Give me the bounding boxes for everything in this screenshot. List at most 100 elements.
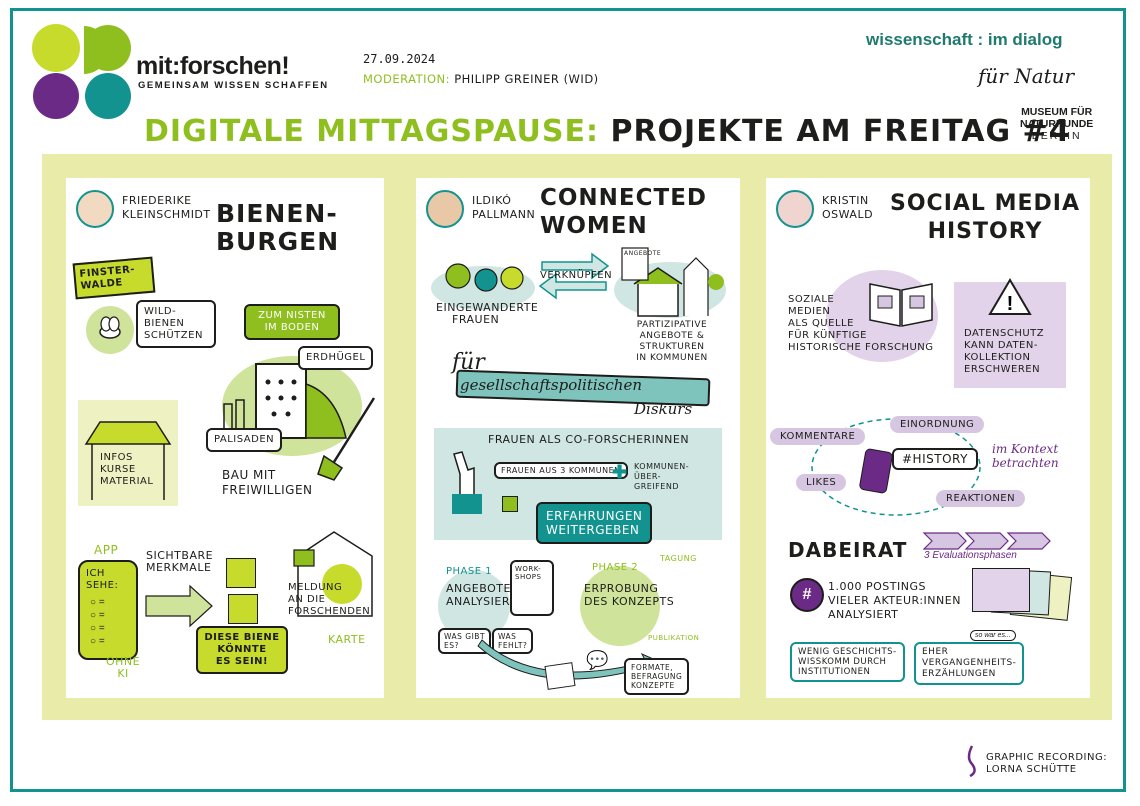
meldung-line-2: an die	[288, 594, 326, 605]
evaluation-label: 3 Evaluationsphasen	[924, 550, 1017, 561]
speaker-name-3: Kristin Oswald	[822, 194, 873, 222]
ohne-ki-line-2: KI	[117, 667, 129, 680]
wildbienen-bubble: Wild- bienen schützen	[136, 300, 216, 348]
gift-icon	[502, 496, 518, 512]
eher-bubble: eher Vergangenheits- erzählungen	[914, 642, 1025, 685]
we-line-2: wisskomm durch	[798, 657, 887, 667]
sm-line-3: als Quelle	[788, 318, 854, 329]
pa-line-1: Partizipative	[636, 320, 708, 330]
nisten-bubble: Zum Nisten im Boden	[244, 304, 340, 340]
ph2-line-1: Erprobung	[584, 582, 659, 595]
fo-line-1: Formate,	[631, 663, 674, 672]
credit-line-2: Lorna Schütte	[986, 764, 1077, 775]
title-line-2: Women	[540, 213, 648, 239]
ich-sehe-line-1: Ich	[86, 568, 105, 579]
biene-line-1: Diese Biene	[204, 632, 280, 643]
infos-list: Infos Kurse Material	[100, 452, 153, 488]
eh-line-2: Vergangenheits-	[922, 658, 1017, 668]
ku-line-1: Kommunen-	[634, 462, 690, 471]
biene-bubble: Diese Biene könnte es sein!	[196, 626, 288, 674]
bee-photo-1-icon	[226, 558, 256, 588]
kt-line-2: betrachten	[992, 456, 1059, 470]
soziale-medien-text: Soziale Medien als Quelle für künftige h…	[788, 294, 934, 354]
speaker-first-name: Kristin	[822, 194, 869, 207]
bee-icon	[86, 306, 134, 354]
warning-icon: !	[988, 278, 1032, 315]
sm-line-1: Sichtbare	[146, 549, 214, 562]
phase2-text: Erprobung des Konzepts	[584, 582, 674, 608]
wenig-bubble: wenig Geschichts- wisskomm durch Institu…	[790, 642, 905, 682]
event-date: 27.09.2024	[363, 52, 436, 66]
postings-text: 1.000 Postings vieler Akteur:innen analy…	[828, 580, 961, 622]
ds-line-4: erschweren	[964, 364, 1041, 375]
title-line-1: Bienen-	[216, 199, 338, 228]
palisaden-label: Palisaden	[206, 428, 283, 452]
bau-line-2: Freiwilligen	[222, 483, 313, 497]
we-line-1: wenig Geschichts-	[798, 647, 897, 657]
wb-line-1: Wild-	[144, 306, 177, 317]
svg-text:!: !	[1007, 293, 1014, 315]
avatar-friederike	[76, 190, 114, 228]
hashtag-magnifier-icon: #	[790, 578, 824, 612]
moderation-label: Moderation:	[363, 72, 451, 86]
phase1-label: Phase 1	[446, 566, 493, 577]
mfn-line3: BERLIN	[1031, 130, 1082, 142]
kommunenuebergreifend: Kommunen- über- greifend	[634, 462, 689, 492]
avatar-kristin	[776, 190, 814, 228]
meldung-text: Meldung an die Forschenden	[288, 582, 370, 618]
ds-line-1: Datenschutz	[964, 328, 1045, 339]
karte-label: Karte	[328, 633, 366, 646]
publikation-label: Publikation	[648, 634, 700, 642]
sichtbare-merkmale: Sichtbare Merkmale	[146, 550, 213, 574]
sm-line-2: Medien	[788, 306, 831, 317]
ich-sehe: Ich sehe:	[86, 568, 118, 592]
nisten-line-1: Zum Nisten	[258, 310, 326, 321]
avatar-ildiko	[426, 190, 464, 228]
ef-line-1: Eingewanderte	[436, 301, 539, 314]
kt-line-1: im Kontext	[992, 442, 1059, 456]
title-line-1: Connected	[540, 185, 708, 211]
app-label: App	[94, 543, 119, 557]
credit-line-1: Graphic Recording:	[986, 752, 1108, 763]
ohne-ki-line-1: ohne	[106, 655, 141, 668]
wg-line-1: Was gibt	[444, 632, 486, 641]
eingewanderte-frauen: Eingewanderte Frauen	[436, 302, 538, 326]
phase2-label: Phase 2	[592, 562, 639, 573]
history-tag: #History	[892, 448, 978, 470]
formate-box: Formate, Befragung Konzepte	[624, 658, 690, 695]
sm-line-4: für künftige	[788, 330, 867, 341]
info-tent-icon	[78, 400, 178, 506]
women-group-icon	[431, 263, 535, 310]
wid-logo: wissenschaft : im dialog	[866, 30, 1063, 49]
bee-photo-2-icon	[228, 594, 258, 624]
wg-line-2: es?	[444, 641, 459, 650]
ph1-line-2: analysieren	[446, 595, 527, 608]
meldung-line-3: Forschenden	[288, 606, 371, 617]
moderation-name: Philipp Greiner (WiD)	[454, 72, 599, 86]
page-title: Digitale Mittagspause: Projekte am Freit…	[144, 114, 1071, 149]
wf-line-2: fehlt?	[498, 641, 528, 650]
infos-line-1: Infos	[100, 452, 133, 463]
eh-line-3: erzählungen	[922, 669, 996, 679]
arrow-right-icon	[145, 584, 213, 628]
speaker-name-2: Ildikó Pallmann	[472, 194, 535, 222]
po-line-1: 1.000 Postings	[828, 580, 926, 593]
kommentare-pill: Kommentare	[770, 428, 866, 445]
biene-line-2: könnte	[217, 644, 267, 655]
we-line-3: Institutionen	[798, 667, 871, 677]
banner-text: gesellschaftspolitischen	[460, 376, 642, 394]
pa-line-2: Angebote & Strukturen	[639, 331, 705, 352]
verknuepfen-label: verknüpfen	[540, 270, 613, 281]
speaker-last-name: Pallmann	[472, 208, 536, 221]
infos-line-3: Material	[100, 476, 154, 487]
shovel-icon	[317, 397, 376, 481]
reaktionen-pill: Reaktionen	[936, 490, 1026, 507]
fo-line-3: Konzepte	[631, 681, 675, 690]
po-line-3: analysiert	[828, 608, 899, 621]
sm-line-5: historische Forschung	[788, 342, 934, 353]
phone-icon	[78, 560, 138, 660]
pa-line-3: in Kommunen	[636, 353, 708, 363]
fo-line-2: Befragung	[631, 672, 683, 681]
moderation: Moderation: Philipp Greiner (WiD)	[363, 72, 599, 86]
project-title-1: Bienen- burgen	[216, 200, 339, 256]
